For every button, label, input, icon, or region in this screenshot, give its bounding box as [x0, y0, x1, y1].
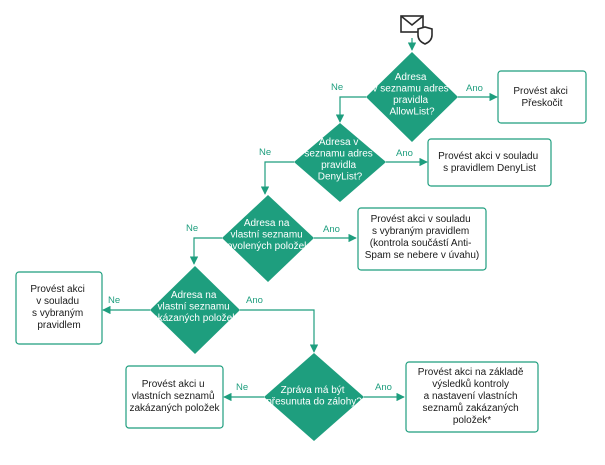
- label-blocked-yes: Ano: [246, 295, 263, 306]
- action-box-blocked-list: [125, 365, 224, 429]
- action-box-skip: [497, 70, 587, 124]
- decision-blocked-items: [150, 266, 240, 354]
- label-allowed-yes: Ano: [323, 224, 340, 235]
- connector-allowed-no: [189, 237, 222, 265]
- action-box-allowed: [357, 207, 487, 271]
- decision-blocked-items-text: Adresa na vlastní seznamu zakázaných pol…: [147, 290, 243, 324]
- connector-blocked-yes: [240, 309, 319, 353]
- label-denylist-no: Ne: [259, 147, 271, 158]
- label-denylist-yes: Ano: [396, 148, 413, 159]
- decision-allowed-items: [222, 195, 314, 282]
- action-box-blocked: [15, 271, 103, 345]
- action-blocked-list-text: Provést akci u vlastních seznamů zakázan…: [129, 379, 220, 414]
- actions: [15, 70, 587, 433]
- action-scan-result-text: Provést akci na základě výsledků kontrol…: [418, 367, 526, 426]
- connector-denylist-no: [260, 161, 294, 195]
- decision-denylist-text: Adresa v seznamu adres pravidla DenyList…: [304, 137, 375, 183]
- action-skip-text: Provést akci Přeskočit: [513, 86, 570, 109]
- action-box-denylist: [427, 138, 552, 187]
- label-backup-no: Ne: [236, 382, 248, 393]
- label-blocked-no: Ne: [108, 295, 120, 306]
- decisions: [150, 52, 458, 441]
- label-allowlist-no: Ne: [331, 82, 343, 93]
- connector-allowlist-no: [335, 96, 366, 123]
- mail-shield-icon: [400, 15, 433, 45]
- decision-backup-text: Zpráva má být přesunuta do zálohy?: [266, 385, 362, 408]
- decision-allowlist-text: Adresa v seznamu adres pravidla AllowLis…: [373, 72, 452, 118]
- decision-allowlist: [366, 52, 458, 142]
- action-denylist-text: Provést akci v souladu s pravidlem DenyL…: [438, 151, 541, 174]
- connectors: [102, 38, 498, 402]
- action-allowed-text: Provést akci v souladu s vybraným pravid…: [365, 214, 480, 261]
- label-allowlist-yes: Ano: [466, 83, 483, 94]
- label-allowed-no: Ne: [186, 223, 198, 234]
- decision-allowed-items-text: Adresa na vlastní seznamu povolených pol…: [221, 218, 315, 252]
- label-backup-yes: Ano: [375, 382, 392, 393]
- action-blocked-text: Provést akci v souladu s vybraným pravid…: [30, 284, 87, 331]
- action-box-scan-result: [405, 361, 539, 433]
- decision-denylist: [294, 123, 386, 202]
- decision-backup: [264, 353, 364, 441]
